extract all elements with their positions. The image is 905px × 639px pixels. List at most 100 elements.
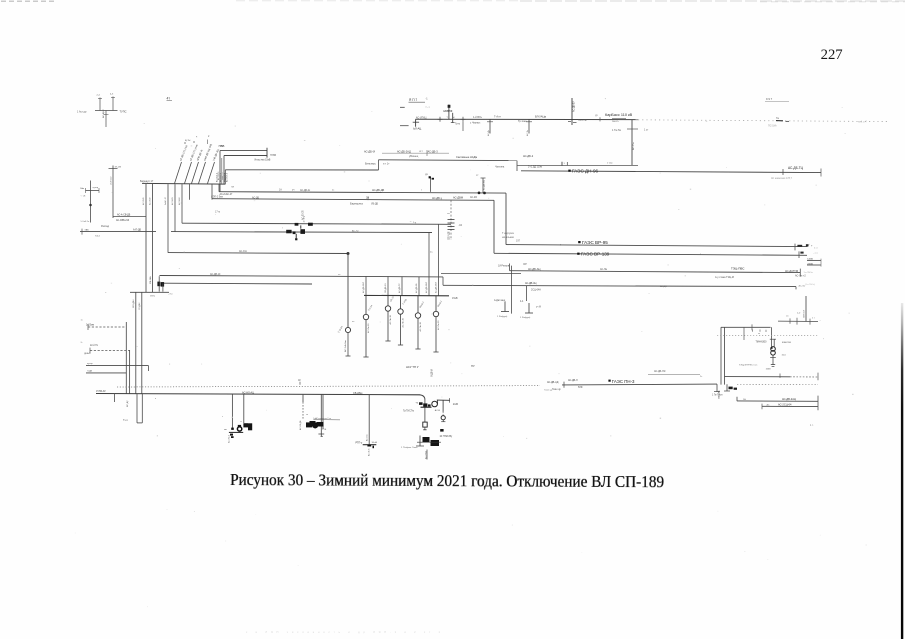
svg-text:ПВВ: ПВВ — [219, 144, 225, 148]
svg-text:АС-Узв: АС-Узв — [365, 434, 368, 441]
svg-text:1 < 1 у: 1 < 1 у — [303, 215, 306, 223]
svg-text:2+1 ДД 110м: 2+1 ДД 110м — [528, 165, 542, 168]
svg-text:-1: -1 — [426, 98, 429, 101]
svg-text:АС-ДВ-10: АС-ДВ-10 — [210, 273, 221, 276]
svg-text:ЬЛ-АЦ: ЬЛ-АЦ — [413, 127, 421, 131]
svg-text:АС-Лм-10: АС-Лм-10 — [437, 320, 440, 330]
svg-text:АС-ДБ-ЛЭ: АС-ДБ-ЛЭ — [654, 370, 666, 373]
svg-text:ЭУ!: ЭУ! — [523, 263, 527, 266]
svg-text:А-П-ДБ: А-П-ДБ — [133, 229, 142, 232]
svg-text:1568: 1568 — [766, 368, 772, 370]
svg-text:15кВ: 15кВ — [452, 297, 458, 300]
svg-text:1А: 1А — [279, 189, 282, 192]
svg-text:2 тр-ра: 2 тр-ра — [338, 325, 344, 333]
svg-text:АС-50/3: АС-50/3 — [171, 197, 174, 205]
svg-text:сч: сч — [292, 190, 295, 192]
svg-text:АС-ДБ-ВЦ: АС-ДБ-ВЦ — [483, 180, 486, 190]
svg-text:2с: 2с — [332, 190, 335, 192]
svg-text:ГАЭС ДН-96: ГАЭС ДН-96 — [572, 168, 599, 173]
svg-text:СВУ-ДВ: СВУ-ДВ — [449, 231, 451, 240]
svg-text:з: з — [155, 398, 156, 400]
svg-text:Тч-1: Тч-1 — [123, 420, 128, 422]
svg-text:т: т — [282, 227, 283, 229]
svg-text:АС-В: АС-В — [435, 409, 441, 412]
svg-text:ЗУ-1М: ЗУ-1М — [115, 166, 122, 168]
svg-text:РТП-у: РТП-у — [356, 441, 363, 444]
svg-text:АС-ДБ-3: АС-ДБ-3 — [428, 149, 439, 153]
svg-text:лб: лб — [786, 316, 789, 318]
svg-text:на 1 с. 7: на 1 с. 7 — [858, 122, 868, 124]
svg-text:АС-СВБ-213: АС-СВБ-213 — [116, 219, 130, 222]
svg-text:АС: АС — [767, 403, 770, 406]
svg-text:2а: 2а — [430, 251, 433, 253]
svg-text:ТрПУСТм: ТрПУСТм — [403, 409, 414, 412]
svg-text:и т 1+: и т 1+ — [383, 163, 390, 166]
svg-text:1 т/км: 1 т/км — [607, 162, 613, 164]
svg-text:УАБ: УАБ — [85, 228, 90, 231]
svg-text:2-0: 2-0 — [797, 313, 801, 315]
svg-text:см: см — [447, 213, 450, 215]
svg-text:Барнаулка: Барнаулка — [350, 202, 363, 206]
svg-text:2х25мм: 2х25мм — [86, 325, 95, 327]
svg-text:7а: 7а — [776, 117, 779, 120]
svg-text:кл: кл — [352, 321, 355, 323]
svg-text:АС-ДБ-Л: АС-ДБ-Л — [568, 379, 578, 382]
svg-text:Барнаул 17: Барнаул 17 — [140, 180, 154, 183]
svg-text:1 П-образ. Тмоп: 1 П-образ. Тмоп — [401, 447, 418, 449]
svg-text:2А: 2А — [743, 398, 746, 401]
svg-text:СВ-10: СВ-10 — [390, 295, 395, 302]
svg-text:и т: и т — [420, 150, 424, 153]
svg-text:Ввод-2: Ввод-2 — [420, 301, 426, 309]
svg-text:ТЭЦ-ПВС: ТЭЦ-ПВС — [731, 266, 745, 270]
svg-text:Чалгина: Чалгина — [495, 166, 505, 169]
svg-text:ЛЭП-СУ: ЛЭП-СУ — [803, 309, 805, 318]
svg-text:17 м: 17 м — [215, 211, 220, 214]
svg-text:ПУ: ПУ — [471, 364, 475, 368]
svg-text:АС-ДБ-2: АС-ДБ-2 — [523, 154, 534, 158]
svg-text:Итау-лка 15кВ: Итау-лка 15кВ — [255, 158, 271, 161]
svg-text:1 Га-Тмоп: 1 Га-Тмоп — [712, 395, 723, 397]
svg-text:мс: мс — [224, 429, 228, 431]
svg-text:АС-ДБ-ВУ: АС-ДБ-ВУ — [573, 101, 576, 112]
svg-text:ГАЭС ВР-95: ГАЭС ВР-95 — [582, 240, 608, 245]
svg-text:4-4: 4-4 — [520, 301, 524, 303]
svg-text:Сактивные НАДм: Сактивные НАДм — [456, 155, 477, 159]
svg-text:начальная: начальная — [502, 236, 514, 239]
svg-text:2А-02+: 2А-02+ — [612, 120, 620, 123]
svg-text:АС-9/16-2: АС-9/16-2 — [225, 172, 228, 182]
svg-text:АС-УзА: АС-УзА — [239, 250, 247, 253]
svg-text:АС-УзА-2вв: АС-УзА-2вв — [344, 339, 347, 352]
svg-text:ЛЭП-2 5км: ЛЭП-2 5км — [211, 196, 223, 199]
svg-text:1 т: 1 т — [812, 317, 815, 319]
svg-text:4т: 4т — [167, 97, 171, 101]
svg-text:АС-ДВ-2: АС-ДВ-2 — [102, 109, 105, 118]
svg-text:ПС-УПР: ПС-УПР — [578, 119, 587, 122]
svg-text:1: 1 — [700, 254, 702, 256]
svg-text:АС-ДБ-2Б: АС-ДБ-2Б — [415, 283, 418, 293]
svg-text:1х: 1х — [81, 320, 84, 322]
svg-text:ТМН-6300: ТМН-6300 — [756, 342, 768, 344]
svg-text:14-В: 14-В — [453, 403, 458, 406]
svg-text:2: 2 — [208, 135, 210, 138]
svg-text:6300/110: 6300/110 — [782, 342, 792, 344]
svg-text:АПВ-ДБ 4х: АПВ-ДБ 4х — [196, 148, 204, 161]
svg-text:1 ст: 1 ст — [814, 248, 818, 250]
svg-text:1хБЫ: 1хБЫ — [807, 259, 813, 261]
svg-text:Беньевус: Беньевус — [365, 162, 377, 165]
svg-text:А-у стана ТЭЦ-М: А-у стана ТЭЦ-М — [715, 276, 734, 279]
svg-text:АС-2Ф-ДВ: АС-2Ф-ДВ — [299, 420, 302, 430]
svg-text:с Черных: с Черных — [470, 122, 481, 125]
svg-text:КарБасс 110 кВ: КарБасс 110 кВ — [605, 113, 633, 117]
svg-text:10 кВ: 10 кВ — [372, 442, 378, 444]
svg-text:Тмин цр: Тмин цр — [544, 389, 553, 391]
svg-text:10,5: 10,5 — [782, 355, 787, 357]
svg-text:22-й Пч: 22-й Пч — [90, 344, 99, 347]
svg-text:сч: сч — [338, 274, 340, 276]
svg-text:АС-Ф 2с: АС-Ф 2с — [368, 448, 371, 456]
svg-text:1 т.: 1 т. — [810, 424, 814, 427]
svg-text:уВконец: уВконец — [409, 155, 419, 158]
svg-text:АС-50/35: АС-50/35 — [302, 210, 305, 220]
svg-text:ПС-1Мт: ПС-1Мт — [768, 125, 778, 128]
svg-text:АС-ДБ-2БЛ: АС-ДБ-2БЛ — [425, 281, 428, 293]
svg-text:АС-9/16-2: АС-9/16-2 — [219, 172, 222, 182]
